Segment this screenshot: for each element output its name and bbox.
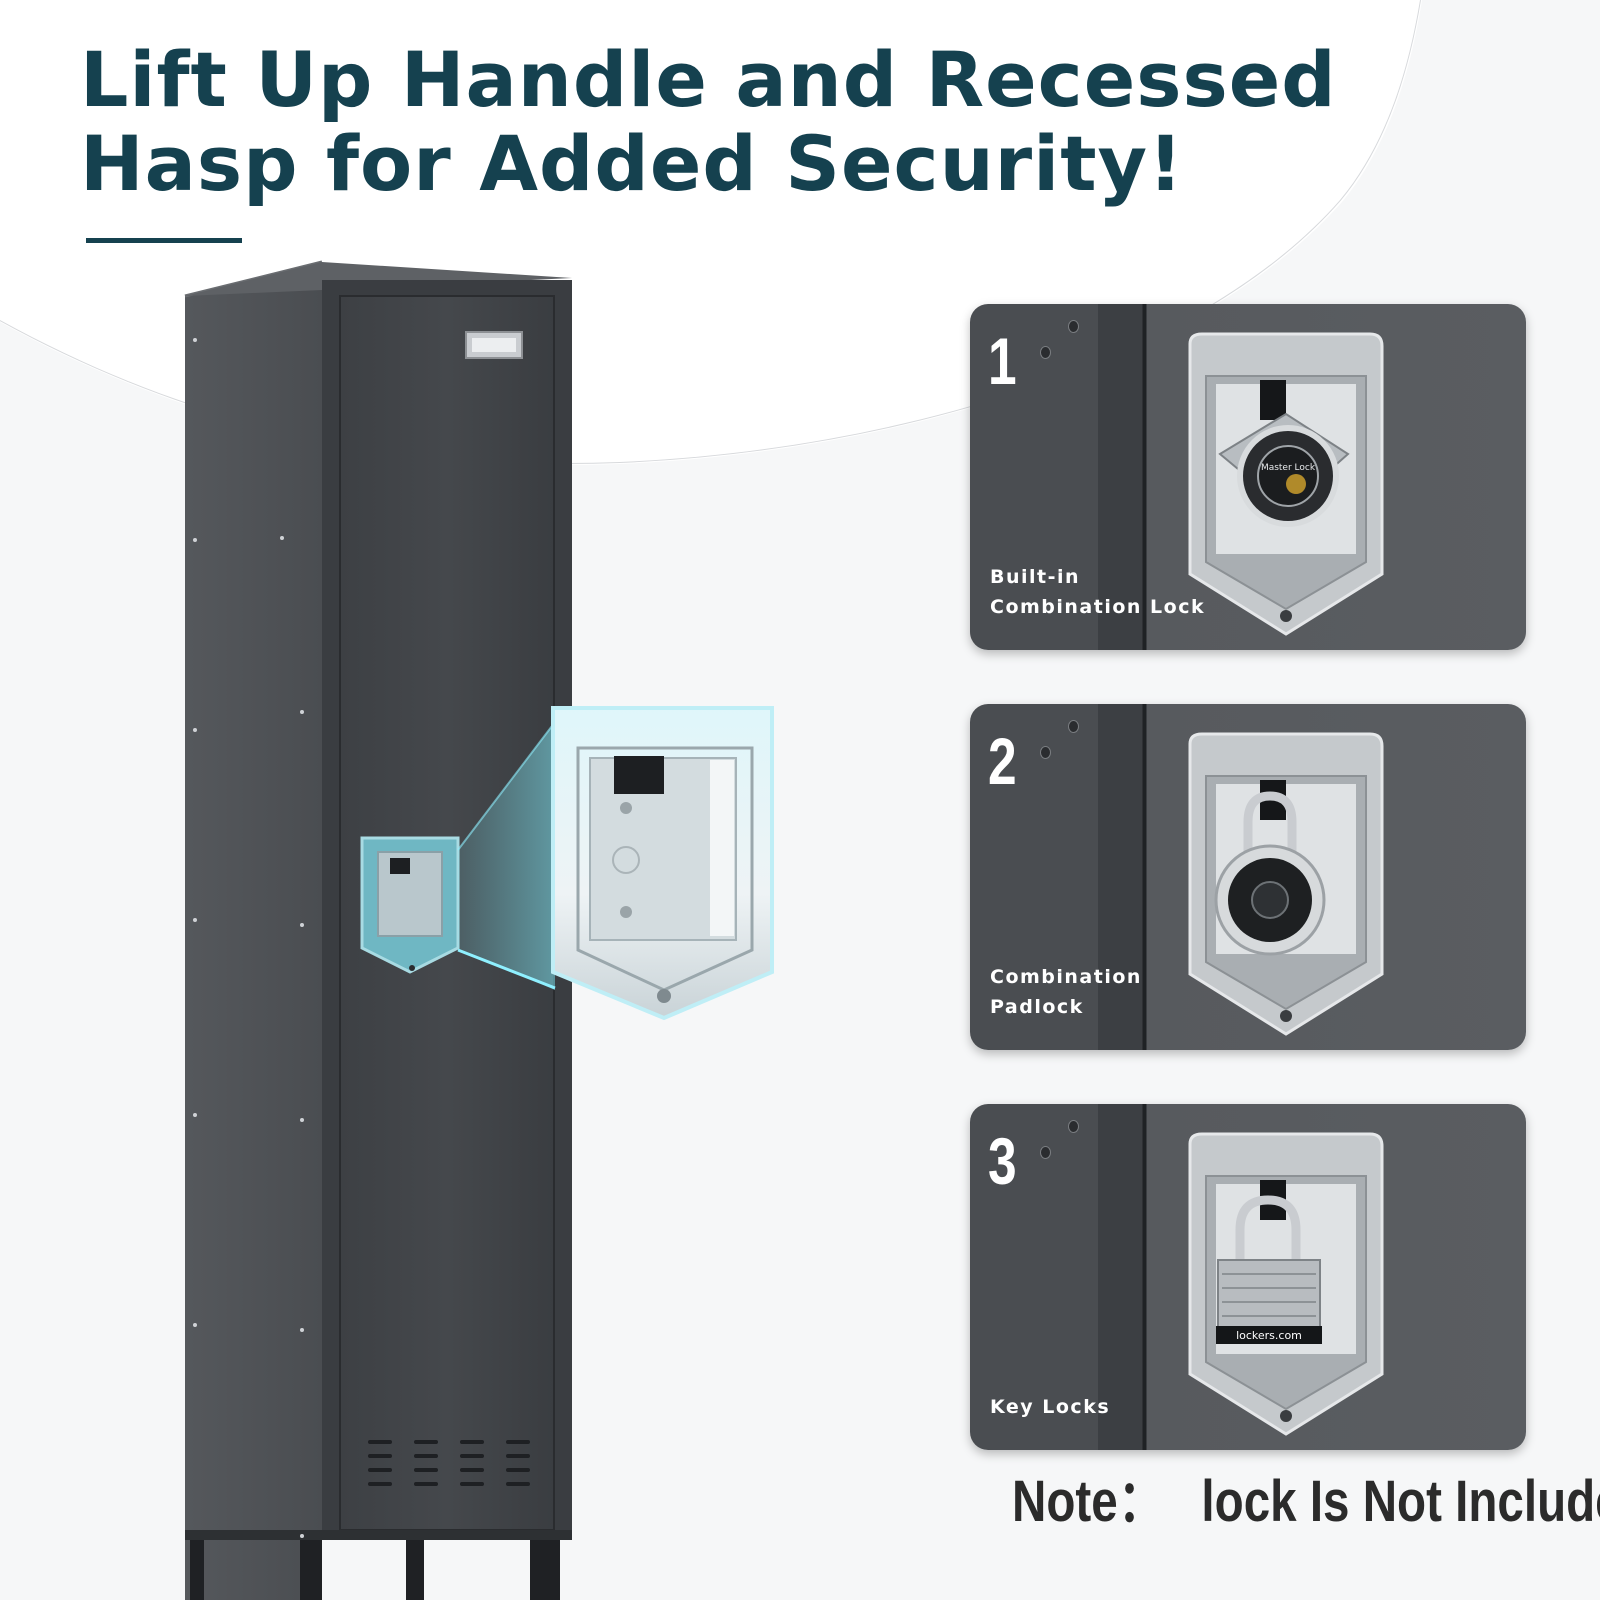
combination-padlock-icon <box>1188 732 1384 1036</box>
key-padlock-icon: lockers.com <box>1188 1132 1384 1436</box>
option-number-3: 3 <box>988 1124 1017 1198</box>
option-number-2: 2 <box>988 724 1017 798</box>
lock-option-card-1: Master Lock 1 Built-in Combination Lock <box>970 304 1526 650</box>
headline-line-1: Lift Up Handle and Recessed <box>80 35 1337 124</box>
lock-option-card-2: 2 Combination Padlock <box>970 704 1526 1050</box>
lock-option-card-3: lockers.com 3 Key Locks <box>970 1104 1526 1450</box>
note-label: Note： <box>1012 1469 1166 1534</box>
headline: Lift Up Handle and Recessed Hasp for Add… <box>80 38 1337 206</box>
locker-illustration <box>184 260 774 1600</box>
lockers-brand: lockers.com <box>1236 1329 1302 1342</box>
headline-underline <box>86 238 242 243</box>
master-lock-brand: Master Lock <box>1261 463 1316 473</box>
note: Note： lock Is Not Include <box>1012 1470 1600 1534</box>
option-caption-1: Built-in Combination Lock <box>990 566 1206 618</box>
built-in-combination-lock-icon: Master Lock <box>1188 332 1384 636</box>
option-caption-2: Combination Padlock <box>990 966 1142 1018</box>
headline-line-2: Hasp for Added Security! <box>80 119 1184 208</box>
note-text: lock Is Not Include <box>1201 1469 1600 1534</box>
option-number-1: 1 <box>988 324 1017 398</box>
option-caption-3: Key Locks <box>990 1396 1111 1418</box>
